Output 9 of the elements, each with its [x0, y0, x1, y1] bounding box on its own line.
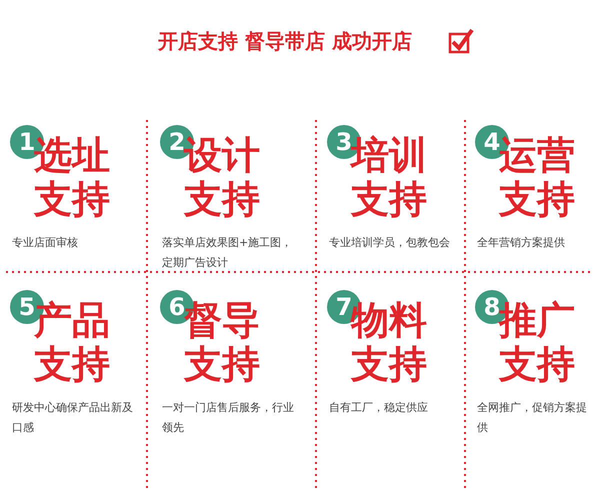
description: 一对一门店售后服务，行业领先 [162, 400, 295, 436]
title: 开店支持 督导带店 成功开店 [156, 28, 413, 55]
description: 专业店面审核 [12, 235, 79, 251]
description: 全网推广，促销方案提供 [477, 400, 588, 436]
description: 落实单店效果图+施工图，定期广告设计 [162, 235, 294, 271]
description: 研发中心确保产品出新及口感 [12, 400, 134, 436]
description: 全年营销方案提供 [477, 235, 566, 251]
description: 专业培训学员，包教包会 [329, 235, 451, 251]
description: 自有工厂，稳定供应 [329, 400, 429, 416]
